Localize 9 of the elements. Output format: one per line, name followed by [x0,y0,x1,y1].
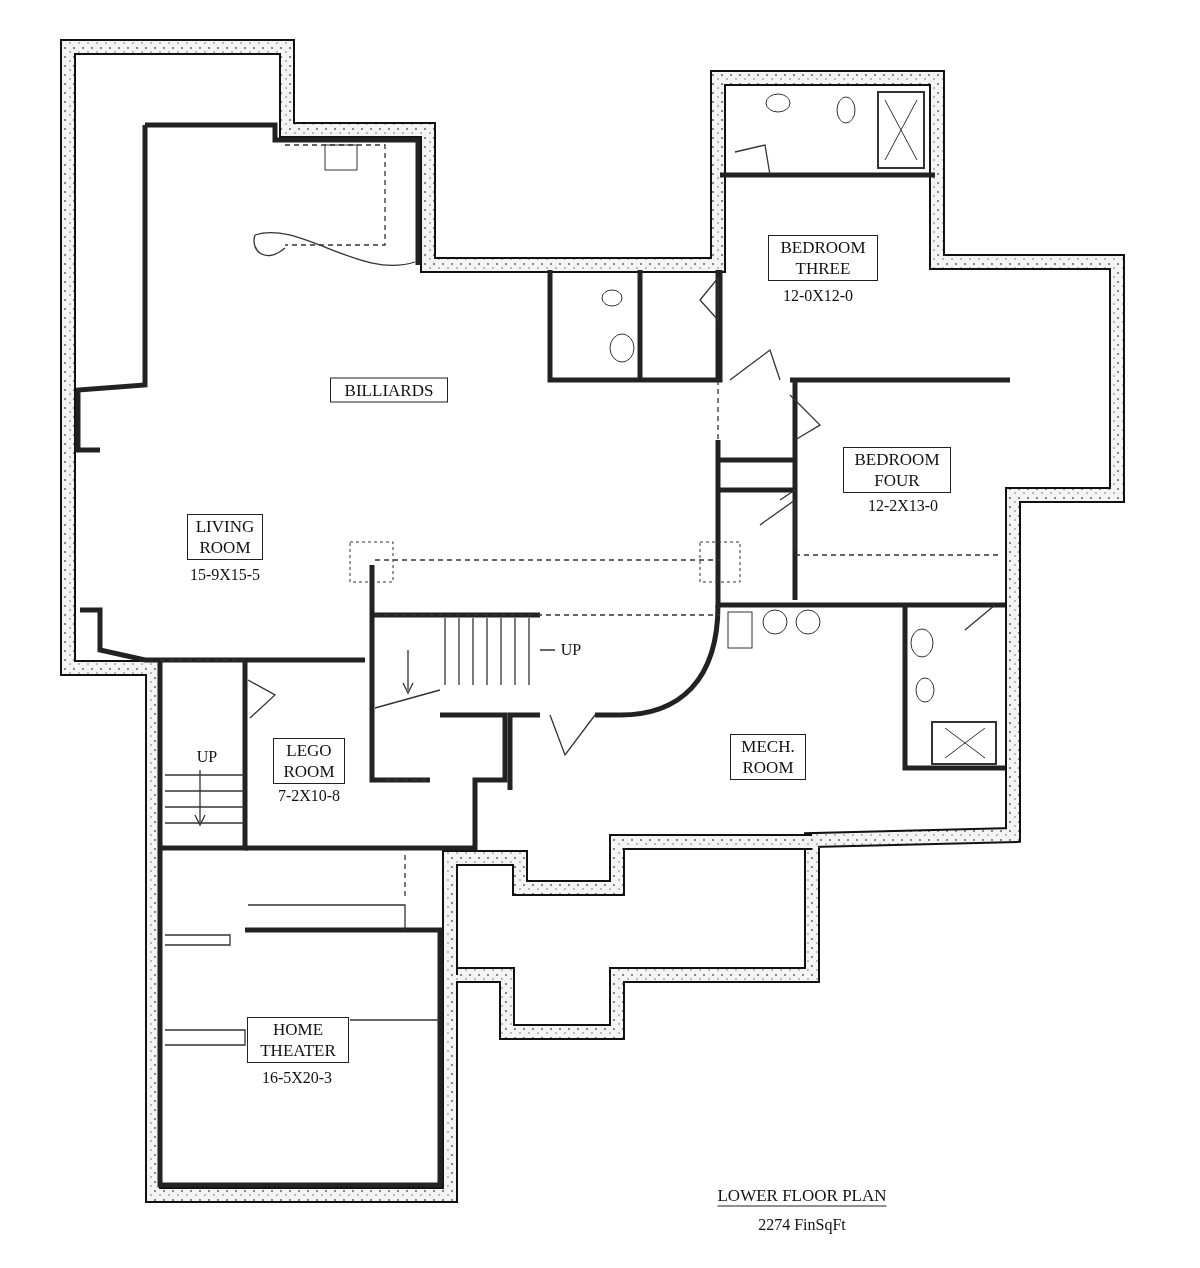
room-label: MECH. ROOM [730,734,806,780]
room-label: BEDROOM THREE [768,235,878,281]
room-label: LEGO ROOM [273,738,345,784]
plan-title: LOWER FLOOR PLAN [717,1185,887,1207]
room-label: HOME THEATER [247,1017,349,1063]
room-label: BEDROOM FOUR [843,447,951,493]
room-label: LIVING ROOM [187,514,263,560]
plan-caption: 2274 FinSqFt [758,1216,846,1234]
room-label: BILLIARDS [330,377,448,403]
